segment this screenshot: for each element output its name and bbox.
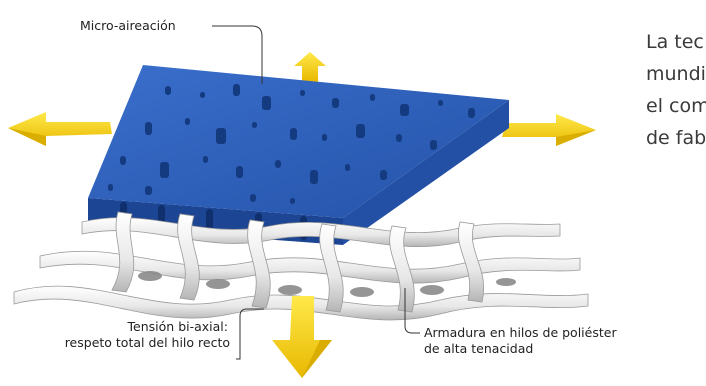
- membrane: [88, 65, 509, 245]
- side-paragraph: La tec mundi el com de fab: [646, 26, 706, 154]
- leader-lines: [212, 25, 420, 360]
- label-micro-aireacion: Micro-aireación: [80, 18, 176, 33]
- arrow-left: [8, 112, 112, 146]
- arrow-right: [502, 114, 596, 146]
- label-armadura-line1: Armadura en hilos de poliéster: [424, 325, 617, 340]
- arrow-down: [272, 296, 332, 378]
- side-paragraph-line: mundi: [646, 63, 706, 85]
- label-armadura-line2: de alta tenacidad: [424, 341, 534, 356]
- side-paragraph-line: de fab: [646, 127, 706, 149]
- side-paragraph-line: el com: [646, 95, 706, 117]
- side-paragraph-line: La tec: [646, 31, 704, 53]
- label-tension-line1: Tensión bi-axial:: [127, 319, 228, 334]
- arrow-up: [294, 52, 326, 82]
- label-tension-line2: respeto total del hilo recto: [64, 335, 230, 350]
